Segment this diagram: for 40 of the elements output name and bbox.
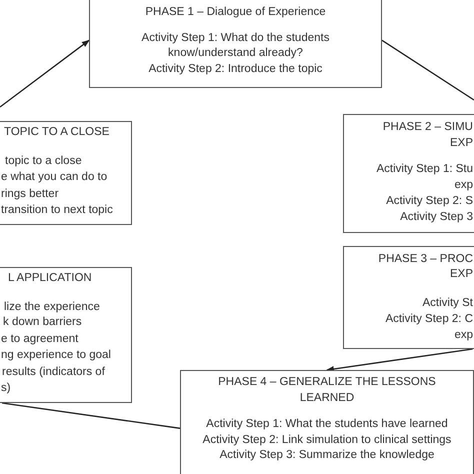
phase-box	[343, 246, 474, 349]
phase-title: PHASE 1 – Dialogue of Experience	[144, 5, 327, 20]
phase-title: PHASE 3 – PROC	[378, 253, 473, 266]
activity-step-text: exp	[454, 179, 473, 192]
connector-line	[382, 40, 474, 101]
activity-step-text: EXP	[450, 268, 473, 281]
phase-box	[343, 114, 474, 233]
activity-step-text: Activity Step 2: C	[385, 313, 473, 326]
activity-step-text: Activity Step 2: Link simulation to clinical settings	[202, 432, 452, 448]
activity-step-text: transition to next topic	[1, 204, 113, 217]
activity-step-text: topic to a close	[5, 155, 82, 168]
activity-step-text: k down barriers	[3, 316, 82, 329]
activity-step-text: lize the experience	[4, 301, 100, 314]
activity-step-text: EXP	[450, 137, 473, 150]
arrow	[326, 348, 473, 372]
activity-step-text: Activity Step 2: Introduce the topic	[148, 62, 324, 76]
activity-step-text: e what you can do to	[1, 171, 108, 184]
activity-step-text: Activity Step 1: What do the students know/understand already?	[140, 30, 330, 61]
activity-step-text: Activity Step 3: Summarize the knowledge	[218, 448, 436, 463]
activity-step-text: Activity Step 1: What the students have learned	[205, 417, 449, 432]
step-box	[0, 121, 132, 225]
phase-box	[89, 0, 382, 88]
phase-title: TOPIC TO A CLOSE	[4, 126, 110, 139]
activity-step-text: Activity Step 3	[400, 211, 473, 224]
phase-title: PHASE 4 – GENERALIZE THE LESSONS LEARNED	[217, 375, 437, 406]
activity-step-text: results (indicators of	[2, 366, 105, 379]
activity-step-text: exp	[454, 329, 473, 342]
connector-line	[2, 402, 180, 429]
activity-step-text: e to agreement	[1, 333, 78, 346]
phase-box	[180, 370, 474, 474]
phase-title: L APPLICATION	[8, 272, 92, 285]
phase-title: PHASE 2 – SIMU	[382, 121, 473, 134]
activity-step-text: ng experience to goal	[1, 349, 111, 362]
activity-step-text: rings better	[1, 188, 59, 201]
activity-step-text: s)	[1, 382, 11, 395]
activity-step-text: Activity Step 1: Stu	[376, 163, 473, 176]
arrow	[0, 40, 90, 108]
activity-step-text: Activity Step 2: S	[386, 195, 473, 208]
activity-step-text: Activity St	[422, 297, 473, 310]
step-box	[0, 267, 132, 403]
